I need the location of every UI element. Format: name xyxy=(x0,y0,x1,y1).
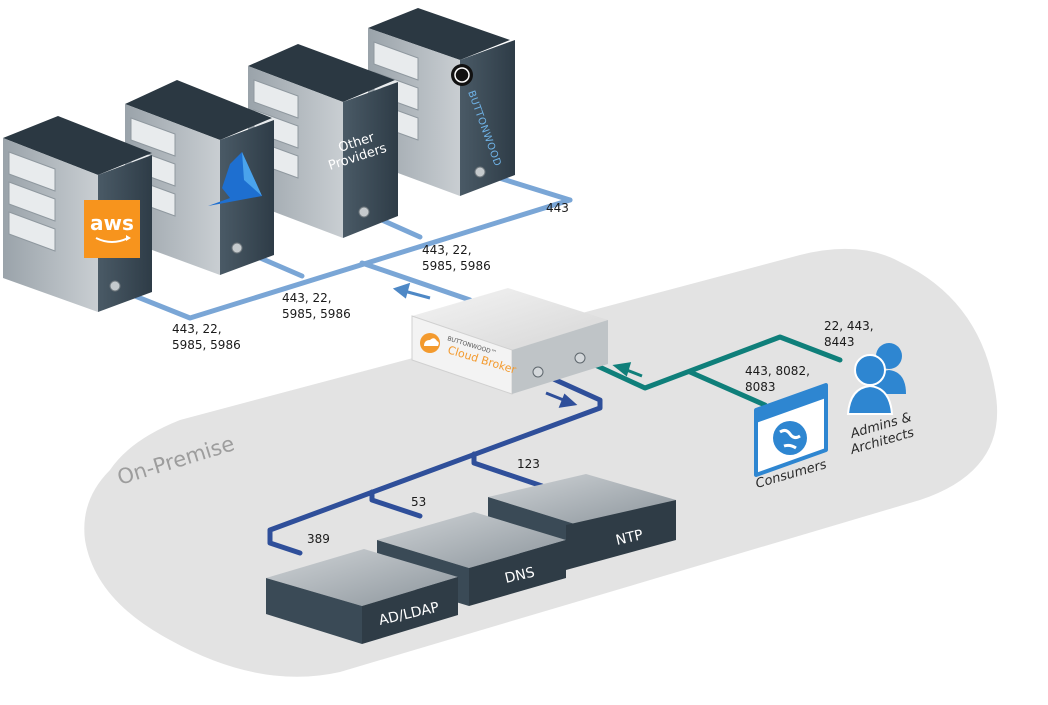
port-label-ntp: 123 xyxy=(517,457,540,471)
dns-link xyxy=(369,489,423,519)
cloud-arrow xyxy=(392,282,431,300)
port-label-consumers-2: 8083 xyxy=(745,380,776,394)
aws-logo-text: aws xyxy=(90,211,134,235)
aws-server: aws xyxy=(3,116,152,312)
port-label-aws-1: 443, 22, xyxy=(172,322,222,336)
aws-logo-icon xyxy=(84,200,140,258)
aws-port-icon xyxy=(109,280,121,292)
broker-downlink xyxy=(267,369,603,556)
port-label-azure-1: 443, 22, xyxy=(282,291,332,305)
other-port-icon xyxy=(358,206,370,218)
broker-uplink xyxy=(359,260,473,303)
ntp-label: NTP xyxy=(614,527,644,549)
port-label-azure-2: 5985, 5986 xyxy=(282,307,351,321)
azure-logo-icon xyxy=(208,152,262,206)
buttonwood-port-icon xyxy=(474,166,486,178)
port-label-other-1: 443, 22, xyxy=(422,243,472,257)
client-links xyxy=(577,334,843,408)
port-label-admins-2: 8443 xyxy=(824,335,855,349)
port-label-other-2: 5985, 5986 xyxy=(422,259,491,273)
ad-ldap-box: AD/LDAP xyxy=(266,549,458,644)
admins-icon xyxy=(846,343,906,415)
port-label-consumers-1: 443, 8082, xyxy=(745,364,810,378)
client-arrow xyxy=(612,362,643,378)
buttonwood-server: BUTTONWOOD xyxy=(368,8,515,196)
port-label-dns: 53 xyxy=(411,495,426,509)
aws-link xyxy=(112,197,573,321)
port-label-aws-2: 5985, 5986 xyxy=(172,338,241,352)
broker-port-right-icon xyxy=(574,352,586,364)
onprem-links xyxy=(267,369,603,556)
dns-label: DNS xyxy=(503,565,536,587)
ntp-link xyxy=(471,451,545,489)
cloud-broker-appliance: BUTTONWOOD™ Cloud Broker xyxy=(411,288,608,395)
buttonwood-logo-icon xyxy=(451,64,473,86)
azure-port-icon xyxy=(231,242,243,254)
port-label-admins-1: 22, 443, xyxy=(824,319,874,333)
port-label-ad: 389 xyxy=(307,532,330,546)
broker-port-left-icon xyxy=(532,366,544,378)
consumers-link xyxy=(687,369,768,408)
onprem-arrow xyxy=(545,391,578,408)
consumers-icon xyxy=(754,383,828,477)
port-label-buttonwood: 443 xyxy=(546,201,569,215)
admins-link xyxy=(577,334,843,391)
